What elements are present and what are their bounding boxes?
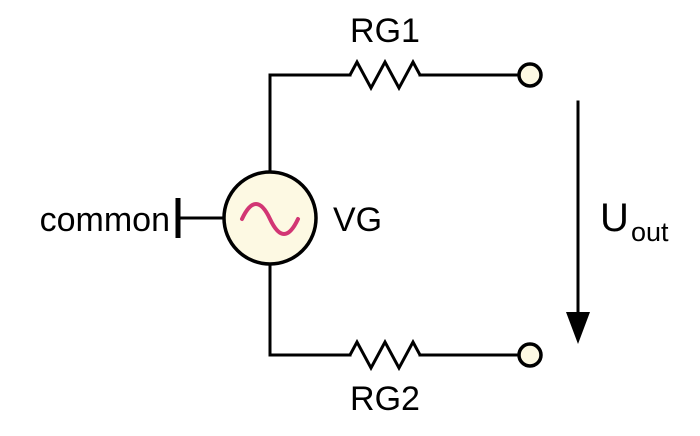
terminal-bottom: [517, 342, 543, 368]
rg2-label: RG2: [350, 380, 420, 418]
common-label: common: [40, 201, 170, 239]
arrow-down-icon: [566, 312, 590, 344]
terminal-top: [517, 62, 543, 88]
resistor-rg2-symbol: [348, 338, 422, 372]
uout-label: U: [600, 196, 629, 240]
wire-top-left: [268, 73, 352, 174]
vg-label: VG: [333, 201, 382, 239]
uout-subscript: out: [631, 217, 669, 247]
rg1-label: RG1: [350, 12, 420, 50]
resistor-rg1-symbol: [348, 58, 422, 92]
sine-wave-icon: [240, 202, 300, 236]
wire-bottom-left: [268, 262, 352, 357]
